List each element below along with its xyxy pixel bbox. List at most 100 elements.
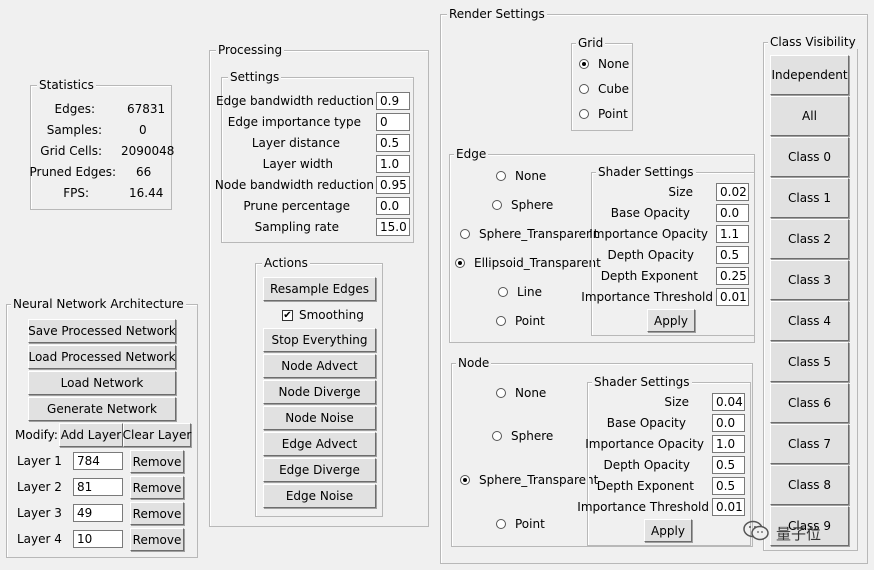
class-6-button[interactable]: Class 6 bbox=[770, 383, 849, 423]
node-shader-group: Shader Settings bbox=[587, 375, 751, 546]
radio-icon bbox=[496, 519, 506, 529]
layer-2-input[interactable]: 81 bbox=[73, 478, 123, 496]
class-4-button[interactable]: Class 4 bbox=[770, 301, 849, 341]
edge-shader-size-input[interactable]: 0.02 bbox=[716, 183, 749, 201]
grid-title: Grid bbox=[576, 36, 606, 50]
load-processed-network-button[interactable]: Load Processed Network bbox=[28, 345, 176, 369]
radio-icon bbox=[496, 388, 506, 398]
class-all-button[interactable]: All bbox=[770, 96, 849, 136]
edge-shader-depth-exponent-input[interactable]: 0.25 bbox=[716, 267, 749, 285]
processing-title: Processing bbox=[216, 43, 285, 57]
grid-radio-cube[interactable]: Cube bbox=[579, 82, 629, 96]
setting-input-sampling-rate[interactable]: 15.0 bbox=[376, 218, 410, 236]
node-shader-depth-opacity-input[interactable]: 0.5 bbox=[712, 456, 745, 474]
setting-input-edge-importance[interactable]: 0 bbox=[376, 113, 410, 131]
class-2-button[interactable]: Class 2 bbox=[770, 219, 849, 259]
class-visibility-group: Class Visibility bbox=[763, 35, 858, 551]
node-shader-base-opacity-input[interactable]: 0.0 bbox=[712, 414, 745, 432]
radio-selected-icon bbox=[579, 59, 589, 69]
edge-apply-button[interactable]: Apply bbox=[647, 309, 695, 332]
nn-architecture-group: Neural Network Architecture bbox=[6, 297, 198, 558]
edge-shader-depth-exponent-label: Depth Exponent bbox=[600, 269, 698, 283]
layer-3-remove-button[interactable]: Remove bbox=[130, 502, 184, 525]
save-processed-network-button[interactable]: Save Processed Network bbox=[28, 319, 176, 343]
layer-3-input[interactable]: 49 bbox=[73, 504, 123, 522]
class-0-button[interactable]: Class 0 bbox=[770, 137, 849, 177]
processing-settings-group: Settings bbox=[221, 70, 414, 243]
smoothing-label: Smoothing bbox=[299, 308, 364, 322]
node-radio-sphere-label: Sphere bbox=[511, 429, 554, 443]
radio-selected-icon bbox=[455, 258, 465, 268]
node-noise-button[interactable]: Node Noise bbox=[263, 406, 376, 430]
layer-1-input[interactable]: 784 bbox=[73, 452, 123, 470]
layer-1-remove-button[interactable]: Remove bbox=[130, 450, 184, 473]
node-radio-sphere[interactable]: Sphere bbox=[492, 429, 553, 443]
generate-network-button[interactable]: Generate Network bbox=[28, 397, 176, 421]
edge-shader-base-opacity-input[interactable]: 0.0 bbox=[716, 204, 749, 222]
class-3-button[interactable]: Class 3 bbox=[770, 260, 849, 300]
processing-group: Processing bbox=[209, 43, 429, 527]
edge-noise-button[interactable]: Edge Noise bbox=[263, 484, 376, 508]
setting-label-layer-width: Layer width bbox=[262, 157, 333, 171]
layer-4-input[interactable]: 10 bbox=[73, 530, 123, 548]
edge-shader-importance-threshold-input[interactable]: 0.01 bbox=[716, 288, 749, 306]
load-network-button[interactable]: Load Network bbox=[28, 371, 176, 395]
setting-input-layer-distance[interactable]: 0.5 bbox=[376, 134, 410, 152]
setting-input-edge-bandwidth[interactable]: 0.9 bbox=[376, 92, 410, 110]
grid-radio-none[interactable]: None bbox=[579, 57, 629, 71]
node-advect-button[interactable]: Node Advect bbox=[263, 354, 376, 378]
edge-shader-base-opacity-label: Base Opacity bbox=[610, 206, 690, 220]
class-1-button[interactable]: Class 1 bbox=[770, 178, 849, 218]
class-independent-button[interactable]: Independent bbox=[770, 55, 849, 95]
edge-shader-importance-opacity-label: Importance Opacity bbox=[589, 227, 708, 241]
stat-label-pruned-edges: Pruned Edges: bbox=[29, 165, 116, 179]
layer-1-label: Layer 1 bbox=[17, 454, 62, 468]
node-radio-sphere-transparent-label: Sphere_Transparent bbox=[479, 473, 599, 487]
edge-radio-point[interactable]: Point bbox=[496, 314, 545, 328]
radio-selected-icon bbox=[460, 475, 470, 485]
render-settings-group: Render Settings bbox=[440, 7, 868, 564]
node-shader-title: Shader Settings bbox=[592, 375, 692, 389]
node-apply-button[interactable]: Apply bbox=[644, 519, 692, 542]
class-9-button[interactable]: Class 9 bbox=[770, 506, 849, 546]
node-shader-importance-threshold-input[interactable]: 0.01 bbox=[712, 498, 745, 516]
node-radio-none[interactable]: None bbox=[496, 386, 546, 400]
setting-input-layer-width[interactable]: 1.0 bbox=[376, 155, 410, 173]
node-shader-size-input[interactable]: 0.04 bbox=[712, 393, 745, 411]
smoothing-checkbox[interactable]: ✔ Smoothing bbox=[282, 308, 364, 322]
node-radio-sphere-transparent[interactable]: Sphere_Transparent bbox=[460, 473, 598, 487]
layer-2-remove-button[interactable]: Remove bbox=[130, 476, 184, 499]
grid-radio-point[interactable]: Point bbox=[579, 107, 628, 121]
edge-diverge-button[interactable]: Edge Diverge bbox=[263, 458, 376, 482]
edge-radio-sphere-transparent[interactable]: Sphere_Transparent bbox=[460, 227, 598, 241]
class-8-button[interactable]: Class 8 bbox=[770, 465, 849, 505]
edge-radio-ellipsoid-transparent[interactable]: Ellipsoid_Transparent bbox=[455, 256, 601, 270]
class-visibility-title: Class Visibility bbox=[768, 35, 858, 49]
clear-layer-button[interactable]: Clear Layer bbox=[123, 423, 191, 447]
edge-advect-button[interactable]: Edge Advect bbox=[263, 432, 376, 456]
setting-input-node-bandwidth[interactable]: 0.95 bbox=[376, 176, 410, 194]
setting-label-sampling-rate: Sampling rate bbox=[254, 220, 339, 234]
stop-everything-button[interactable]: Stop Everything bbox=[263, 328, 376, 352]
add-layer-button[interactable]: Add Layer bbox=[59, 423, 123, 447]
class-7-button[interactable]: Class 7 bbox=[770, 424, 849, 464]
node-shader-depth-exponent-input[interactable]: 0.5 bbox=[712, 477, 745, 495]
node-radio-point[interactable]: Point bbox=[496, 517, 545, 531]
actions-title: Actions bbox=[262, 256, 310, 270]
processing-settings-title: Settings bbox=[228, 70, 282, 84]
class-5-button[interactable]: Class 5 bbox=[770, 342, 849, 382]
edge-radio-none[interactable]: None bbox=[496, 169, 546, 183]
setting-input-prune-percentage[interactable]: 0.0 bbox=[376, 197, 410, 215]
radio-icon bbox=[496, 171, 506, 181]
node-diverge-button[interactable]: Node Diverge bbox=[263, 380, 376, 404]
edge-title: Edge bbox=[454, 147, 489, 161]
node-shader-importance-opacity-input[interactable]: 1.0 bbox=[712, 435, 745, 453]
edge-radio-none-label: None bbox=[515, 169, 547, 183]
layer-4-remove-button[interactable]: Remove bbox=[130, 528, 184, 551]
edge-shader-depth-opacity-input[interactable]: 0.5 bbox=[716, 246, 749, 264]
stat-value-pruned-edges: 66 bbox=[136, 165, 152, 179]
edge-radio-sphere[interactable]: Sphere bbox=[492, 198, 553, 212]
edge-shader-importance-opacity-input[interactable]: 1.1 bbox=[716, 225, 749, 243]
edge-radio-line[interactable]: Line bbox=[498, 285, 542, 299]
resample-edges-button[interactable]: Resample Edges bbox=[263, 277, 376, 301]
